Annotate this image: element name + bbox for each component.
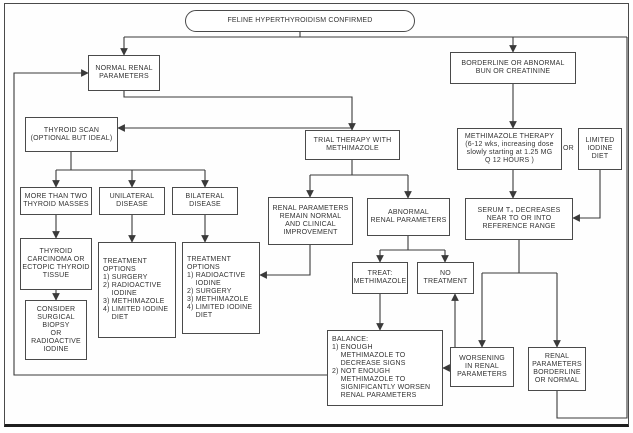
node-renal-parameters-remain-normal: RENAL PARAMETERS REMAIN NORMAL AND CLINI… — [268, 197, 353, 245]
node-no-treatment: NO TREATMENT — [417, 262, 474, 294]
node-balance-methimazole: BALANCE: 1) ENOUGH METHIMAZOLE TO DECREA… — [327, 330, 443, 406]
node-normal-renal-parameters: NORMAL RENAL PARAMETERS — [88, 55, 160, 91]
node-consider-surgical-biopsy: CONSIDER SURGICAL BIOPSY OR RADIOACTIVE … — [25, 300, 87, 360]
node-unilateral-disease: UNILATERAL DISEASE — [99, 187, 165, 215]
node-thyroid-scan: THYROID SCAN (OPTIONAL BUT IDEAL) — [25, 117, 118, 152]
node-methimazole-therapy: METHIMAZOLE THERAPY (6-12 wks, increasin… — [457, 128, 562, 170]
node-worsening-renal-parameters: WORSENING IN RENAL PARAMETERS — [450, 347, 514, 387]
node-thyroid-carcinoma: THYROID CARCINOMA OR ECTOPIC THYROID TIS… — [20, 238, 92, 290]
node-trial-therapy-methimazole: TRIAL THERAPY WITH METHIMAZOLE — [305, 130, 400, 160]
or-label: OR — [563, 145, 574, 152]
node-more-than-two-thyroid-masses: MORE THAN TWO THYROID MASSES — [20, 187, 92, 215]
node-borderline-bun-creatinine: BORDERLINE OR ABNORMAL BUN OR CREATININE — [450, 52, 576, 84]
node-limited-iodine-diet: LIMITED IODINE DIET — [578, 128, 622, 170]
node-abnormal-renal-parameters: ABNORMAL RENAL PARAMETERS — [367, 198, 450, 236]
node-treatment-options-bilateral: TREATMENT OPTIONS 1) RADIOACTIVE IODINE … — [182, 242, 260, 334]
node-renal-parameters-borderline-normal: RENAL PARAMETERS BORDERLINE OR NORMAL — [528, 347, 586, 391]
node-serum-t4-decreases: SERUM T₄ DECREASES NEAR TO OR INTO REFER… — [465, 198, 573, 240]
node-treatment-options-unilateral: TREATMENT OPTIONS 1) SURGERY 2) RADIOACT… — [98, 242, 176, 338]
node-treat-methimazole: TREAT: METHIMAZOLE — [352, 262, 408, 294]
node-title: FELINE HYPERTHYROIDISM CONFIRMED — [185, 10, 415, 32]
node-bilateral-disease: BILATERAL DISEASE — [172, 187, 238, 215]
